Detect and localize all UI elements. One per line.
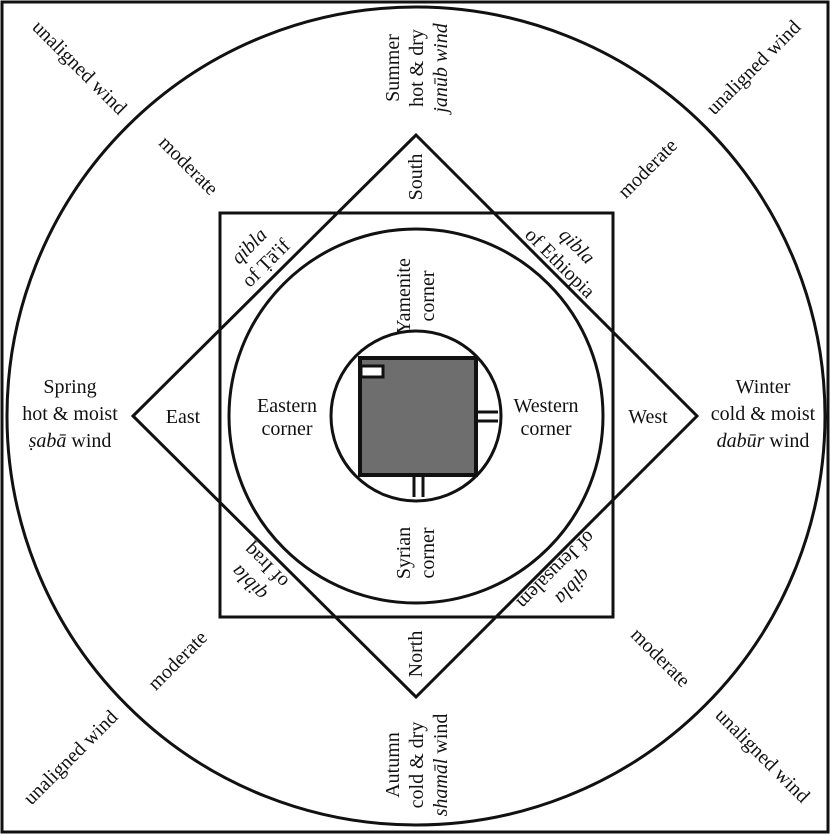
- svg-text:Eastern: Eastern: [257, 395, 317, 417]
- svg-text:Winter: Winter: [736, 376, 791, 398]
- unaligned-wind-ne: unaligned wind: [702, 16, 805, 119]
- svg-text:shamāl wind: shamāl wind: [430, 714, 452, 817]
- moderate-ne: moderate: [614, 135, 682, 203]
- inner-square: [218, 211, 615, 619]
- direction-south: South: [405, 154, 427, 201]
- svg-text:corner: corner: [261, 418, 312, 440]
- svg-text:Autumn: Autumn: [382, 732, 404, 798]
- black-stone-marker: [359, 364, 385, 379]
- spring-wind-suffix: wind: [66, 430, 111, 452]
- winter-wind-name: dabūr: [717, 430, 765, 452]
- svg-text:corner: corner: [417, 270, 439, 321]
- spring-wind-name: ṣabā: [29, 430, 67, 452]
- svg-text:hot & moist: hot & moist: [22, 403, 118, 425]
- syrian-corner-label: Syrian corner: [393, 527, 439, 579]
- qibla-taif: qibla of Ṭā'if: [227, 224, 295, 292]
- inner-circle: [227, 227, 605, 605]
- svg-text:Spring: Spring: [43, 376, 96, 398]
- svg-text:cold & dry: cold & dry: [406, 722, 428, 809]
- svg-text:hot & dry: hot & dry: [406, 29, 428, 107]
- svg-text:Western: Western: [513, 395, 578, 417]
- outer-circle: [5, 5, 827, 827]
- moderate-sw: moderate: [144, 627, 212, 695]
- svg-text:Syrian: Syrian: [393, 527, 415, 579]
- svg-text:Summer: Summer: [382, 34, 404, 102]
- svg-text:dabūr wind: dabūr wind: [717, 430, 810, 452]
- svg-text:corner: corner: [520, 418, 571, 440]
- spring-label: Spring hot & moist ṣabā wind: [22, 376, 118, 452]
- summer-label: Summer hot & dry janūb wind: [382, 22, 452, 115]
- direction-west: West: [628, 406, 668, 428]
- winter-wind-suffix: wind: [764, 430, 809, 452]
- unaligned-wind-se: unaligned wind: [711, 704, 814, 807]
- moderate-nw: moderate: [154, 132, 222, 200]
- unaligned-wind-sw: unaligned wind: [19, 706, 122, 809]
- qibla-jerusalem: qibla of Jerusalem: [512, 526, 600, 614]
- unaligned-wind-nw: unaligned wind: [28, 16, 131, 119]
- moderate-se: moderate: [626, 624, 694, 692]
- kaaba-circle: [329, 329, 503, 503]
- western-corner-label: Western corner: [513, 395, 578, 440]
- direction-diamond: [130, 132, 700, 700]
- autumn-wind-suffix: wind: [430, 714, 452, 759]
- winter-label: Winter cold & moist dabūr wind: [711, 376, 816, 452]
- svg-text:janūb wind: janūb wind: [430, 22, 452, 115]
- qibla-iraq: qibla of Iraq: [227, 539, 293, 605]
- eastern-corner-label: Eastern corner: [257, 395, 317, 440]
- svg-text:cold & moist: cold & moist: [711, 403, 816, 425]
- autumn-label: Autumn cold & dry shamāl wind: [382, 714, 452, 817]
- autumn-wind-name: shamāl: [430, 758, 452, 816]
- yamenite-corner-label: Yamenite corner: [393, 258, 439, 334]
- direction-east: East: [166, 406, 201, 428]
- svg-text:corner: corner: [417, 527, 439, 578]
- svg-text:Yamenite: Yamenite: [393, 258, 415, 334]
- svg-text:ṣabā wind: ṣabā wind: [29, 430, 112, 452]
- direction-north: North: [405, 631, 427, 678]
